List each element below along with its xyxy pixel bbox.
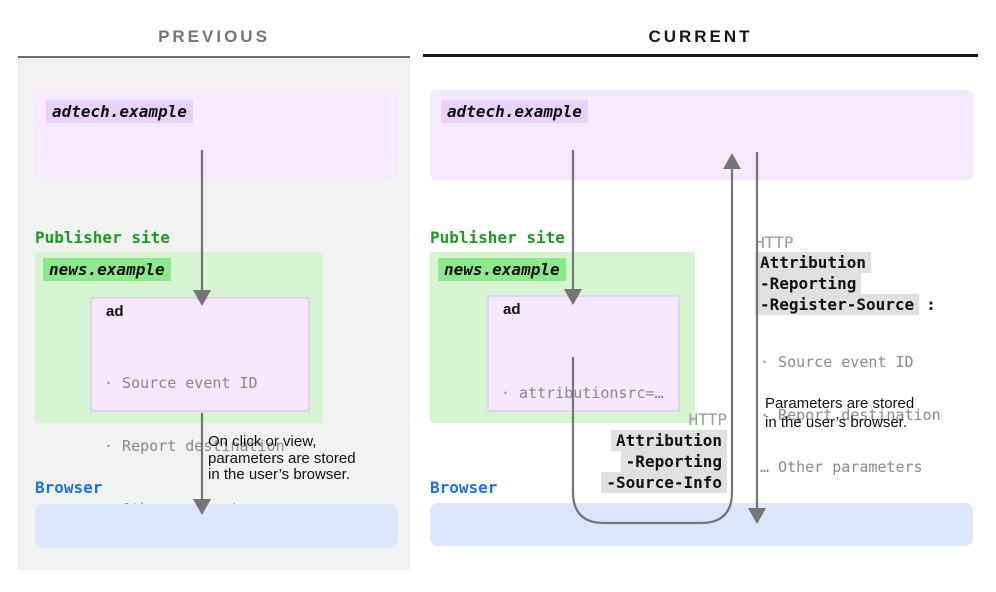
previous-browser-bar (35, 504, 398, 548)
response-http-headers-callout: HTTP Attribution -Reporting -Register-So… (755, 233, 995, 512)
ad-parameter-item: · Source event ID (104, 374, 258, 392)
current-publisher-site-label: Publisher site (430, 228, 565, 247)
current-ad-title: ad (503, 301, 521, 318)
request-header-line: -Reporting (620, 451, 727, 472)
note-line: in the user’s browser. (765, 414, 908, 431)
previous-header-rule (18, 56, 410, 58)
previous-browser-label: Browser (35, 478, 103, 497)
previous-adtech-domain-label: adtech.example (46, 100, 193, 123)
previous-flow-note: On click or view, parameters are stored … (208, 433, 356, 484)
note-line: On click or view, (208, 433, 317, 450)
current-browser-label: Browser (430, 478, 498, 497)
current-news-domain-label: news.example (438, 258, 566, 281)
previous-adtech-box: adtech.example (35, 90, 397, 180)
note-line: in the user’s browser. (208, 466, 351, 483)
response-http-label: HTTP (755, 233, 794, 252)
ad-parameter-item: · Report destination (104, 437, 285, 455)
current-ad-frame: ad · attributionsrc=… (487, 295, 680, 412)
current-browser-bar (430, 503, 973, 546)
note-line: parameters are stored (208, 449, 356, 467)
current-adtech-box: adtech.example (430, 90, 973, 180)
response-parameter-item: · Source event ID (760, 353, 914, 371)
previous-column-header: PREVIOUS (158, 27, 270, 46)
response-header-line: -Reporting (755, 273, 862, 294)
response-header-line: -Register-Source (755, 294, 920, 315)
response-parameter-item: · Report destination (760, 405, 941, 424)
current-column-header: CURRENT (648, 27, 753, 46)
previous-ad-frame: ad · Source event ID · Report destinatio… (90, 297, 310, 518)
request-header-line: Attribution (611, 430, 727, 451)
request-http-headers-callout: HTTP Attribution -Reporting -Source-Info (500, 410, 727, 493)
current-adtech-domain-label: adtech.example (441, 100, 588, 123)
request-http-label: HTTP (688, 410, 727, 429)
note-line: Parameters are stored (765, 395, 915, 412)
response-header-colon: : (926, 295, 936, 314)
current-header-rule (423, 54, 978, 57)
response-header-line: Attribution (755, 252, 871, 273)
response-parameter-list: · Source event ID · Report destination …… (760, 319, 995, 512)
ad-parameter-item: · attributionsrc=… (501, 384, 664, 402)
current-flow-note: Parameters are stored in the user’s brow… (765, 394, 914, 432)
previous-ad-title: ad (106, 303, 124, 320)
request-header-line: -Source-Info (601, 472, 727, 493)
previous-news-domain-label: news.example (43, 258, 171, 281)
response-parameter-item: … Other parameters (760, 458, 923, 476)
previous-publisher-site-label: Publisher site (35, 228, 170, 247)
